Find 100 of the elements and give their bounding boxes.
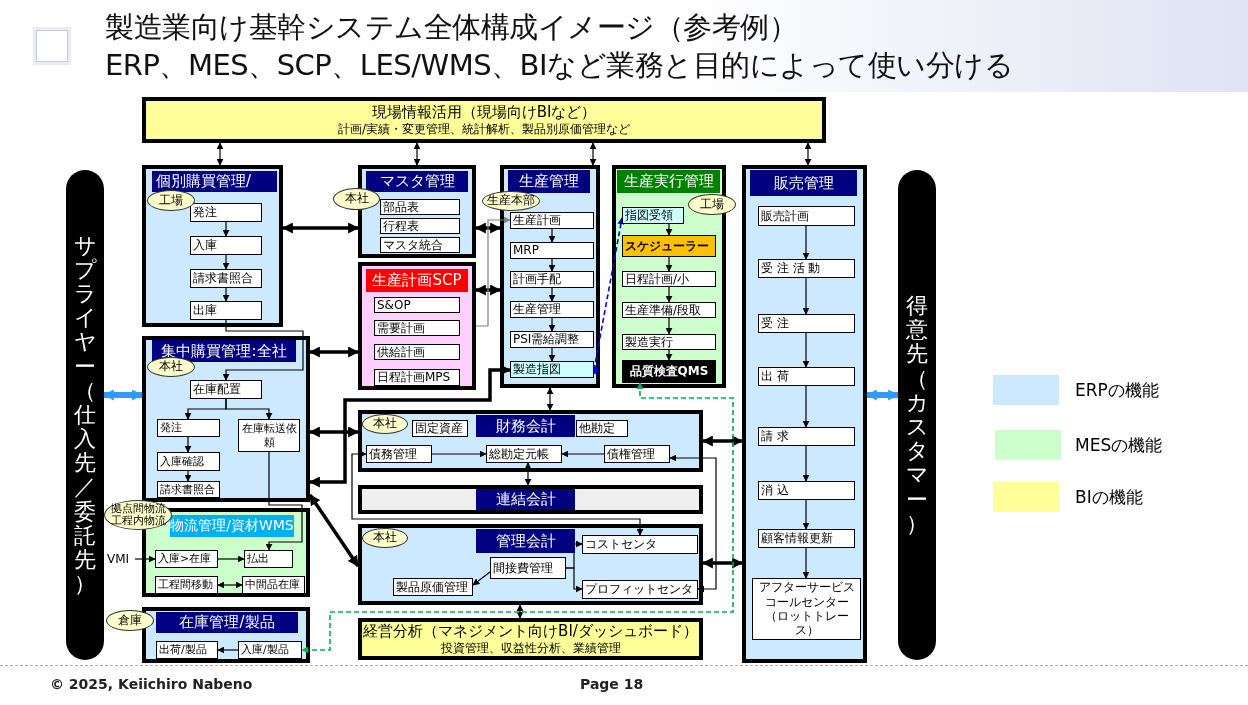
section-heading: 管理会計 bbox=[476, 529, 575, 553]
function-box: 出 荷 bbox=[758, 367, 855, 386]
function-box: 発注 bbox=[190, 203, 262, 222]
function-box: S&OP bbox=[374, 297, 460, 313]
function-box: 出荷/製品 bbox=[156, 641, 218, 659]
legend-text: BIの機能 bbox=[1075, 486, 1143, 509]
section-heading: 生産管理 bbox=[508, 170, 590, 193]
function-box: 中間品在庫 bbox=[242, 576, 305, 594]
arrow bbox=[217, 646, 239, 654]
function-box: 製品原価管理 bbox=[393, 578, 473, 596]
module-panel bbox=[612, 165, 726, 388]
function-box: 製造実行 bbox=[622, 334, 716, 350]
arrow bbox=[665, 317, 673, 335]
function-box: 計画手配 bbox=[510, 271, 594, 288]
arrow bbox=[802, 445, 810, 482]
arrow bbox=[217, 555, 245, 563]
function-box: 総勘定元帳 bbox=[486, 445, 562, 463]
banner-title: 現場情報活用（現場向けBIなど） bbox=[371, 103, 597, 122]
section-heading: 生産実行管理 bbox=[617, 170, 720, 193]
oval-tag: 本社 bbox=[362, 528, 408, 548]
function-box: MRP bbox=[510, 242, 594, 259]
bi-banner bbox=[142, 97, 826, 143]
section-heading: 販売管理 bbox=[750, 170, 857, 196]
function-box: 指図受領 bbox=[622, 207, 684, 224]
bi-banner bbox=[358, 618, 703, 660]
function-box: 入庫/製品 bbox=[238, 641, 302, 659]
vertical-label: サプライヤー（仕入先／委託先） bbox=[74, 233, 96, 597]
arrow bbox=[548, 228, 556, 243]
oval-tag: 本社 bbox=[147, 357, 195, 377]
arrow bbox=[665, 286, 673, 303]
section-heading: 物流管理/資材WMS bbox=[170, 515, 294, 537]
function-box: 供給計画 bbox=[374, 344, 460, 360]
arrow bbox=[665, 256, 673, 272]
arrow bbox=[665, 349, 673, 361]
section-heading: 財務会計 bbox=[476, 415, 575, 437]
module-panel bbox=[358, 165, 476, 258]
arrow bbox=[222, 287, 230, 302]
arrow bbox=[184, 436, 192, 453]
function-box: 生産管理 bbox=[510, 301, 594, 318]
arrow bbox=[524, 462, 532, 486]
arrow bbox=[669, 454, 717, 593]
function-box: 間接費管理 bbox=[490, 557, 566, 579]
arrow bbox=[802, 332, 810, 368]
section-heading: 生産計画SCP bbox=[366, 269, 468, 292]
arrow bbox=[351, 450, 644, 536]
function-box: 工程間移動 bbox=[155, 576, 218, 594]
arrow bbox=[804, 142, 812, 166]
function-box: アフターサービスコールセンター（ロットトレース） bbox=[752, 578, 861, 640]
partner-bar bbox=[898, 170, 936, 660]
function-box: 在庫配置 bbox=[190, 380, 262, 399]
function-box: 債権管理 bbox=[604, 445, 670, 463]
arrow bbox=[802, 547, 810, 579]
legend-text: ERPの機能 bbox=[1075, 379, 1159, 402]
arrow bbox=[561, 450, 605, 458]
arrow bbox=[565, 567, 583, 593]
arrow bbox=[802, 277, 810, 315]
arrow bbox=[548, 258, 556, 272]
section-heading: 在庫管理/製品 bbox=[156, 612, 298, 633]
title: 製造業向け基幹システム全体構成イメージ（参考例） bbox=[105, 9, 797, 46]
oval-tag: 工場 bbox=[147, 190, 195, 211]
function-box: 出庫 bbox=[190, 301, 262, 320]
input-label: VMI bbox=[107, 551, 135, 567]
function-box: 日程計画/小 bbox=[622, 271, 716, 287]
arrow bbox=[589, 142, 597, 166]
arrow bbox=[802, 385, 810, 428]
oval-tag: 本社 bbox=[362, 414, 408, 434]
function-box: 生産計画 bbox=[510, 212, 594, 229]
function-box: スケジューラー bbox=[622, 235, 716, 257]
oval-tag: 生産本部 bbox=[482, 191, 540, 211]
arrow bbox=[472, 571, 491, 586]
arrow bbox=[216, 142, 224, 166]
function-box: 消 込 bbox=[758, 481, 855, 500]
section-heading: 個別購買管理/ bbox=[152, 171, 277, 192]
oval-tag: 倉庫 bbox=[106, 610, 154, 631]
function-box: 請 求 bbox=[758, 427, 855, 446]
function-box: 請求書照合 bbox=[190, 269, 262, 288]
arrow bbox=[225, 398, 273, 420]
banner-title: 経営分析（マネジメント向けBI/ダッシュボード） bbox=[363, 622, 698, 641]
module-panel bbox=[142, 165, 283, 327]
partner-bar bbox=[66, 170, 104, 660]
arrow bbox=[184, 470, 192, 482]
function-box: 製造指図 bbox=[510, 361, 594, 378]
arrow bbox=[222, 319, 304, 381]
arrow bbox=[265, 451, 303, 551]
arrow bbox=[548, 347, 556, 362]
function-box: 入庫>在庫 bbox=[155, 550, 218, 568]
function-box: 入庫確認 bbox=[157, 452, 220, 471]
function-box: 受 注 bbox=[758, 314, 855, 333]
legend-text: MESの機能 bbox=[1075, 434, 1163, 457]
arrow bbox=[665, 223, 673, 236]
arrow bbox=[134, 555, 156, 563]
oval-tag: 本社 bbox=[333, 188, 380, 210]
function-box: 受 注 活 動 bbox=[758, 259, 855, 278]
module-panel bbox=[358, 262, 476, 390]
module-panel bbox=[500, 165, 600, 388]
module-panel bbox=[358, 410, 703, 472]
function-box: 発注 bbox=[157, 419, 220, 437]
page-number: Page 18 bbox=[580, 676, 644, 692]
arrow bbox=[413, 142, 421, 166]
subtitle: ERP、MES、SCP、LES/WMS、BIなど業務と目的によって使い分ける bbox=[105, 47, 1014, 84]
